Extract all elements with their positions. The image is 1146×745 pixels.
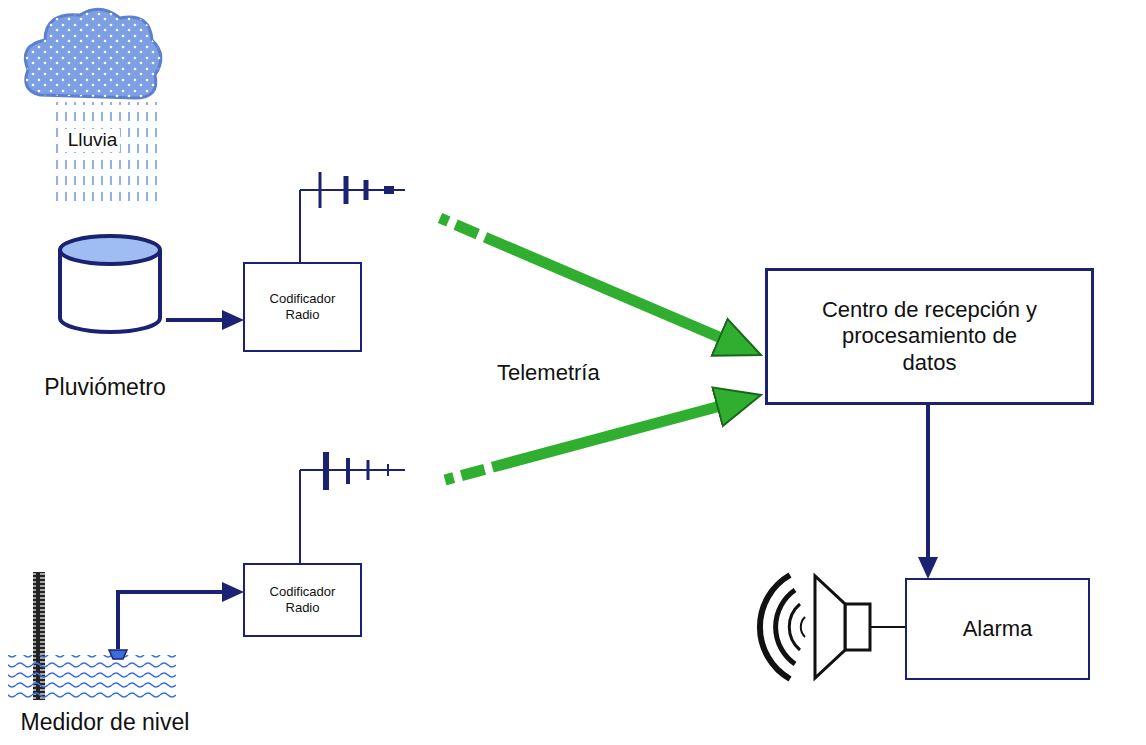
node-text: Pluviómetro — [44, 374, 165, 402]
node-text: Alarma — [963, 616, 1033, 642]
loudspeaker — [760, 575, 905, 679]
telemetry-label: Telemetría — [497, 360, 600, 386]
processing-center-box: Centro de recepción y procesamiento de d… — [765, 268, 1094, 405]
node-text: Medidor de nivel — [21, 709, 190, 737]
rain-cloud — [25, 9, 161, 202]
rain-gauge — [60, 236, 160, 332]
antenna — [300, 452, 405, 563]
encoder-box: Codificador Radio — [243, 262, 362, 352]
node-text: Lluvia — [65, 129, 121, 152]
flow-arrow — [166, 318, 222, 322]
flow-arrow — [926, 405, 930, 557]
encoder-box: Codificador Radio — [243, 563, 362, 637]
rain-cloud: Lluvia — [20, 5, 165, 200]
antenna — [300, 172, 405, 262]
node-text: Codificador Radio — [259, 291, 346, 322]
level-gauge: Medidor de nivel — [0, 565, 210, 737]
telemetry-arrow — [440, 218, 720, 337]
node-text: Centro de recepción y procesamiento de d… — [818, 297, 1041, 376]
node-text: Codificador Radio — [259, 584, 346, 615]
alarm-box: Alarma — [905, 578, 1090, 680]
telemetry-arrow — [445, 407, 718, 480]
flow-arrow — [118, 592, 222, 649]
rain-gauge: Pluviómetro — [0, 230, 210, 402]
